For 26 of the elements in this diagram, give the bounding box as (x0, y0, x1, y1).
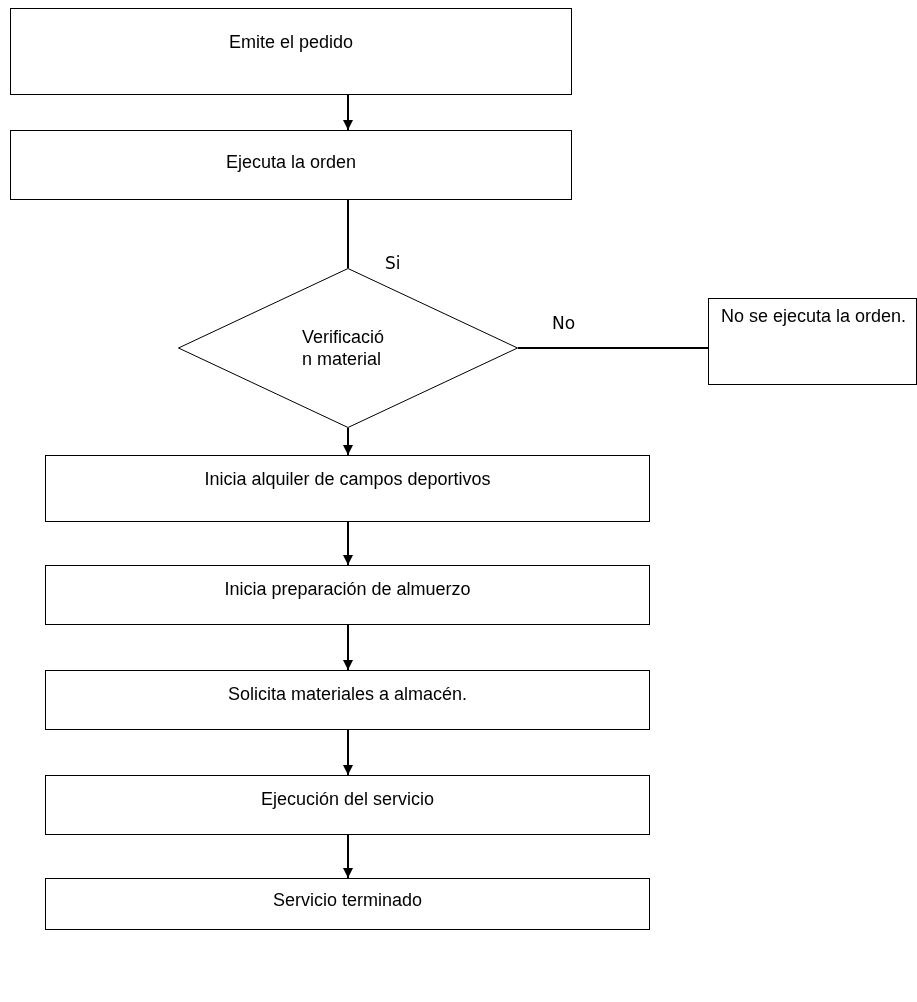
node-text: Ejecuta la orden (224, 151, 358, 173)
node-text: No se ejecuta la orden. (721, 305, 908, 327)
node-text: Servicio terminado (271, 889, 424, 911)
process-box (45, 565, 650, 625)
arrow (343, 624, 353, 671)
arrow (343, 94, 353, 131)
process-box (45, 775, 650, 835)
arrow (343, 729, 353, 776)
process-box (10, 130, 572, 200)
arrow (343, 427, 353, 456)
process-box (45, 670, 650, 730)
process-box (10, 8, 572, 95)
arrow (343, 834, 353, 879)
decision-diamond (178, 268, 518, 428)
node-text: Verificació n material (302, 326, 386, 370)
note-box (708, 298, 917, 385)
arrow (343, 521, 353, 566)
process-box (45, 455, 650, 522)
node-text: Ejecución del servicio (259, 788, 436, 810)
node-text: Emite el pedido (227, 31, 355, 53)
process-box (45, 878, 650, 930)
connector-line (517, 347, 709, 349)
connector-line (347, 199, 349, 269)
node-text: Inicia alquiler de campos deportivos (203, 468, 492, 490)
node-text: Solicita materiales a almacén. (226, 683, 469, 705)
node-text: Inicia preparación de almuerzo (223, 578, 472, 600)
